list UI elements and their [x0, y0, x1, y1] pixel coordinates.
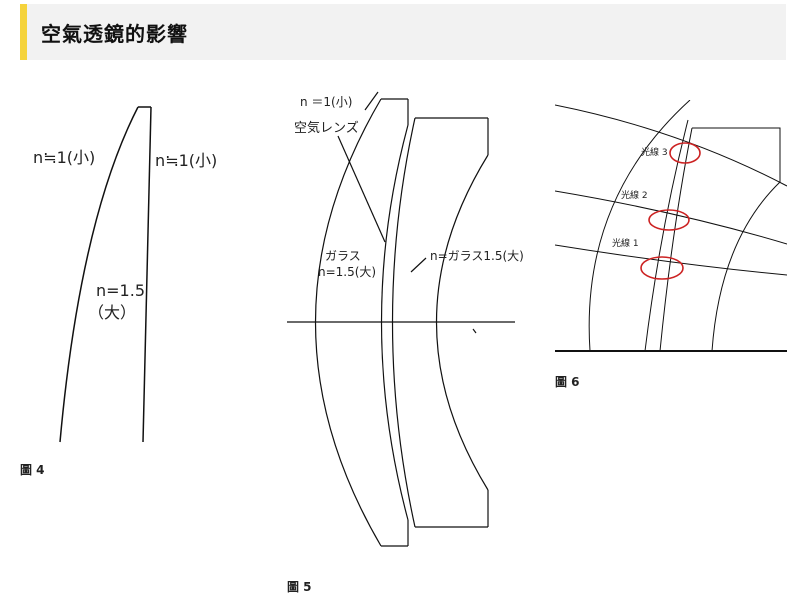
- fig4-glass-flat-surface: [142, 106, 152, 443]
- fig6-air-gap-right: [659, 127, 693, 351]
- fig5-label-right-glass: n=ガラス1.5(大): [430, 249, 524, 263]
- fig4-label-glass-size: （大）: [88, 303, 136, 322]
- fig6-right-lens-edge: [692, 127, 781, 182]
- page-title: 空氣透鏡的影響: [41, 22, 188, 46]
- fig6-ray-1: [555, 244, 787, 276]
- fig6-label-ray-3: 光線 3: [641, 146, 668, 158]
- fig5-left-lens-back: [380, 124, 409, 521]
- fig5-leader-top: [364, 91, 379, 111]
- fig5-label-air-lens: 空気レンズ: [294, 120, 359, 136]
- figure-6-caption: 圖 6: [555, 375, 580, 389]
- fig6-label-ray-2: 光線 2: [621, 189, 648, 201]
- fig5-left-lens-front: [315, 98, 382, 547]
- fig5-label-top: n ＝1(小): [300, 95, 352, 109]
- fig6-right-lens-back: [711, 181, 781, 351]
- fig4-label-glass-n: n=1.5: [96, 281, 145, 300]
- fig5-leader-air-lens: [337, 135, 386, 243]
- fig5-air-lens-surface: [391, 117, 416, 528]
- title-banner: 空氣透鏡的影響: [20, 4, 786, 60]
- fig6-ray-3: [555, 104, 787, 187]
- fig6-ray-2: [555, 190, 787, 245]
- fig5-right-lens-back: [435, 154, 489, 491]
- fig6-highlight-ray-2: [648, 209, 690, 231]
- fig6-highlight-ray-3: [669, 142, 701, 164]
- fig6-label-ray-1: 光線 1: [612, 237, 639, 249]
- fig6-highlight-ray-1: [640, 256, 684, 280]
- fig4-label-left: n≒1(小): [33, 148, 95, 167]
- fig6-air-gap-left: [644, 119, 689, 351]
- fig4-label-right: n≒1(小): [155, 151, 217, 170]
- fig5-axis-tick: [472, 328, 477, 334]
- fig6-left-lens-surface: [588, 100, 691, 351]
- figure-4-caption: 圖 4: [20, 463, 45, 477]
- fig5-label-glass: ガラス: [325, 249, 361, 263]
- fig5-leader-right: [410, 257, 427, 273]
- fig4-glass-curved-surface: [59, 106, 139, 443]
- fig5-label-glass-n: n=1.5(大): [318, 265, 376, 279]
- figure-5-caption: 圖 5: [287, 580, 312, 594]
